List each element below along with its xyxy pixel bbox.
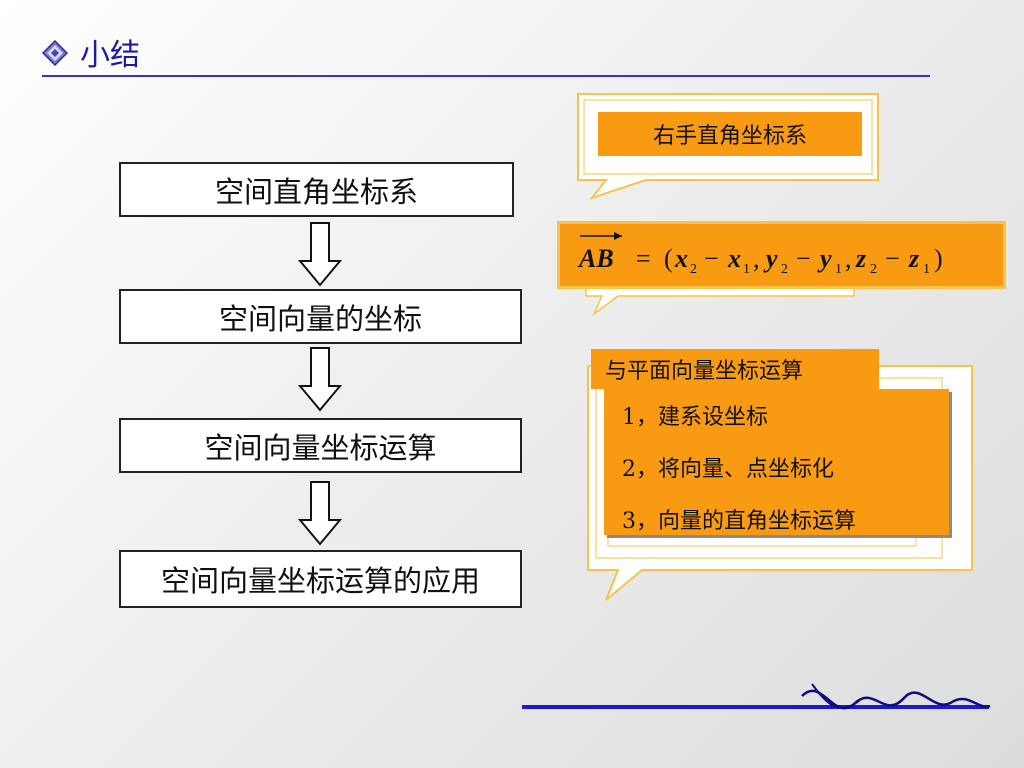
svg-text:−: − bbox=[796, 244, 811, 273]
svg-text:1: 1 bbox=[923, 262, 930, 277]
steps-list: 1，建系设坐标 2，将向量、点坐标化 3，向量的直角坐标运算 bbox=[604, 389, 949, 535]
svg-text:,: , bbox=[845, 244, 852, 273]
list-item: 3，向量的直角坐标运算 bbox=[622, 509, 856, 534]
svg-text:2: 2 bbox=[870, 262, 877, 277]
svg-text:,: , bbox=[753, 244, 760, 273]
svg-text:y: y bbox=[763, 244, 778, 273]
wave-decoration bbox=[522, 683, 991, 710]
down-arrow-icon bbox=[298, 222, 342, 287]
svg-text:x: x bbox=[727, 244, 741, 273]
flow-step-coordinate-operations: 空间向量坐标运算 bbox=[119, 418, 522, 473]
coordinate-system-label: 右手直角坐标系 bbox=[598, 112, 862, 156]
svg-text:): ) bbox=[934, 244, 943, 273]
svg-text:2: 2 bbox=[781, 262, 788, 277]
vector-formula-box: AB = ( x 2 − x 1 , y 2 − y 1 , z 2 − z 1… bbox=[557, 221, 1006, 289]
list-item: 2，将向量、点坐标化 bbox=[622, 457, 834, 482]
diamond-bullet-icon bbox=[42, 40, 68, 66]
flow-step-applications: 空间向量坐标运算的应用 bbox=[119, 550, 522, 608]
svg-text:y: y bbox=[817, 244, 832, 273]
svg-text:(: ( bbox=[664, 244, 673, 273]
svg-text:1: 1 bbox=[743, 262, 750, 277]
down-arrow-icon bbox=[298, 481, 342, 546]
svg-text:−: − bbox=[704, 244, 719, 273]
page-title: 小结 bbox=[80, 38, 140, 73]
svg-text:z: z bbox=[908, 244, 920, 273]
list-item: 1，建系设坐标 bbox=[622, 405, 768, 430]
svg-text:z: z bbox=[855, 244, 867, 273]
vector-formula: AB = ( x 2 − x 1 , y 2 − y 1 , z 2 − z 1… bbox=[577, 232, 943, 277]
flow-step-vector-coordinates: 空间向量的坐标 bbox=[119, 289, 522, 344]
svg-text:1: 1 bbox=[835, 262, 842, 277]
svg-text:x: x bbox=[674, 244, 688, 273]
flow-step-coordinate-system: 空间直角坐标系 bbox=[119, 162, 514, 217]
formula-equals: = bbox=[636, 244, 651, 273]
comparison-label: 与平面向量坐标运算 bbox=[591, 349, 879, 389]
formula-bubble-tail bbox=[585, 287, 855, 317]
formula-vector-ab: AB bbox=[577, 244, 614, 273]
down-arrow-icon bbox=[298, 347, 342, 412]
svg-text:−: − bbox=[885, 244, 900, 273]
title-underline bbox=[42, 75, 930, 77]
svg-text:2: 2 bbox=[690, 262, 697, 277]
